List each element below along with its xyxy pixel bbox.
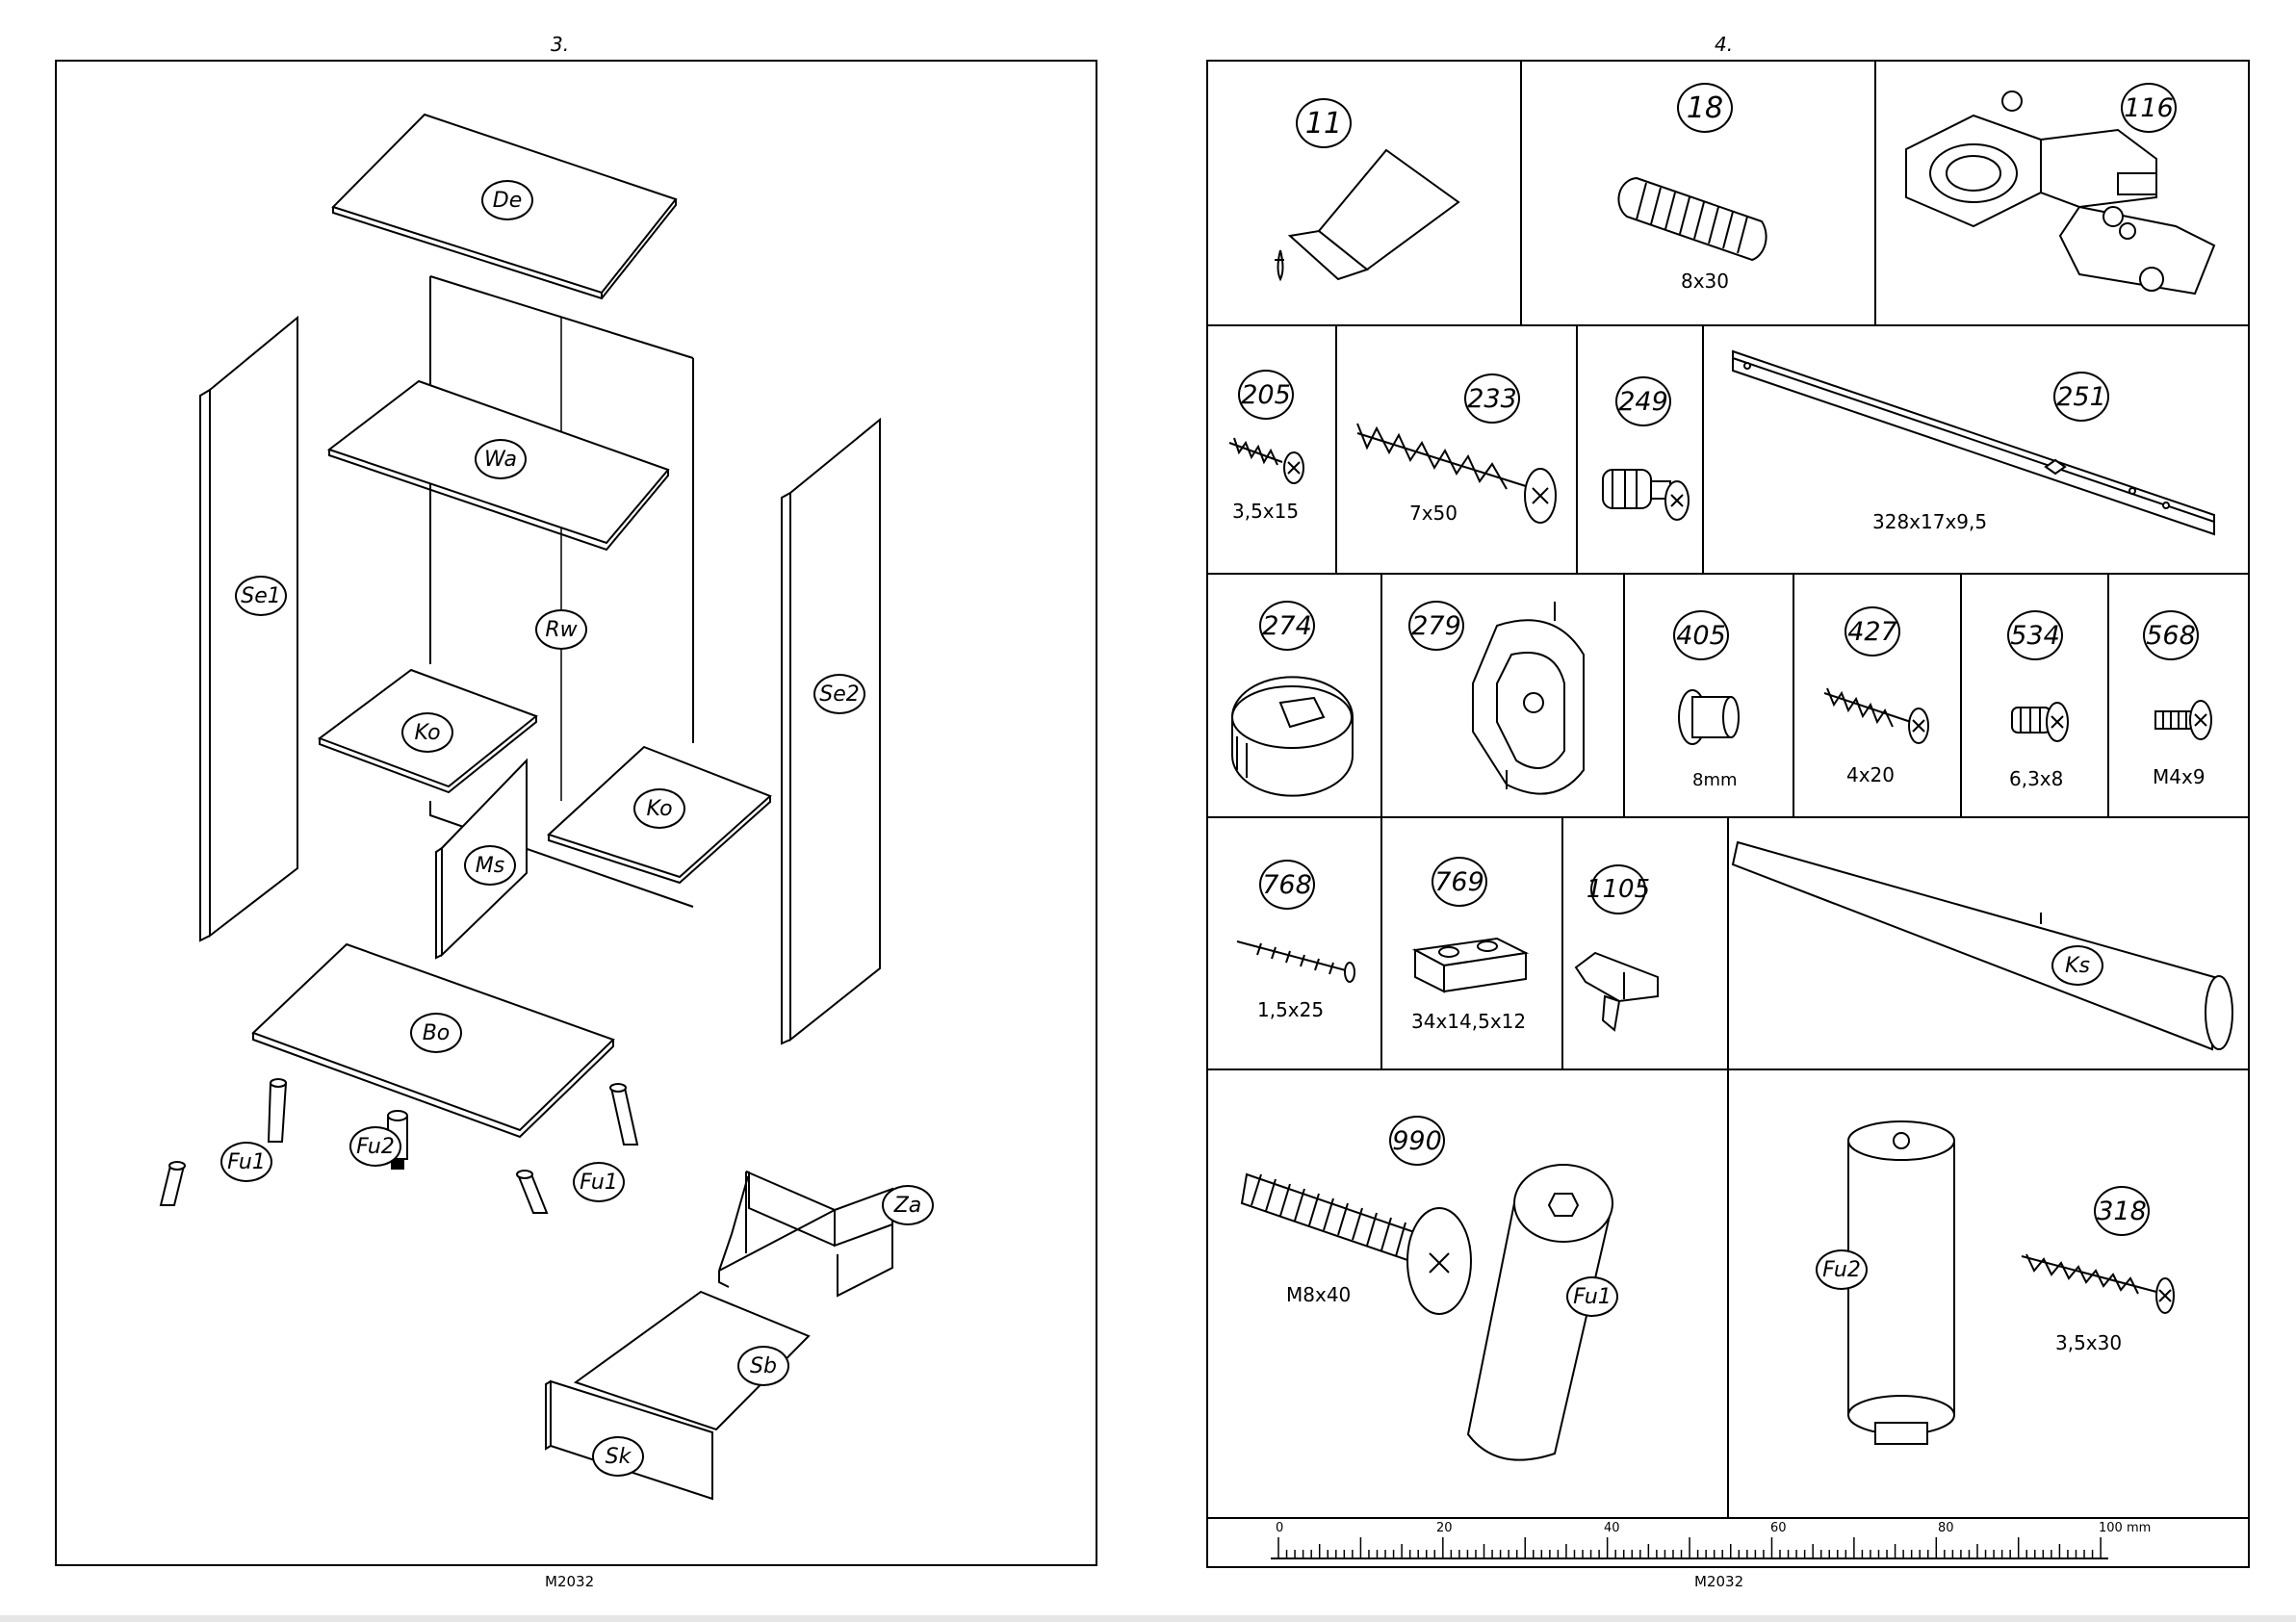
label-fu1-left: Fu1 bbox=[220, 1142, 272, 1182]
label-ms: Ms bbox=[464, 845, 516, 886]
rail-holder-279-icon bbox=[1458, 597, 1612, 809]
block-769-icon bbox=[1410, 929, 1535, 996]
label-sb: Sb bbox=[737, 1346, 789, 1386]
panel-se1 bbox=[200, 318, 297, 940]
label-za: Za bbox=[882, 1185, 934, 1225]
hardware-number-279: 279 bbox=[1408, 601, 1464, 651]
hardware-number-318: 318 bbox=[2094, 1186, 2150, 1236]
left-page-code: M2032 bbox=[545, 1573, 594, 1590]
drawer-za bbox=[719, 1171, 892, 1296]
label-de: De bbox=[481, 180, 533, 220]
size-534: 6,3x8 bbox=[2009, 767, 2063, 790]
hardware-number-769: 769 bbox=[1432, 857, 1487, 907]
ruler-label-80: 80 bbox=[1938, 1521, 1954, 1535]
hinge-icon bbox=[1896, 82, 2243, 318]
glue-tube-icon bbox=[1261, 144, 1473, 298]
size-768: 1,5x25 bbox=[1257, 998, 1324, 1021]
label-fu2: Fu2 bbox=[349, 1126, 401, 1167]
size-769: 34x14,5x12 bbox=[1411, 1010, 1526, 1033]
panel-se2 bbox=[782, 420, 880, 1043]
label-se2: Se2 bbox=[813, 674, 865, 714]
hardware-number-249: 249 bbox=[1615, 376, 1671, 426]
bolt-990-icon bbox=[1242, 1165, 1483, 1319]
hardware-number-534: 534 bbox=[2007, 610, 2063, 660]
page-number-right: 4. bbox=[1715, 33, 1733, 56]
screw-205-icon bbox=[1225, 433, 1311, 491]
ruler-label-60: 60 bbox=[1770, 1521, 1787, 1535]
hardware-number-1105: 1105 bbox=[1590, 864, 1646, 914]
ruler-label-100: 100 mm bbox=[2099, 1521, 2151, 1535]
screw-318-icon bbox=[2017, 1251, 2180, 1319]
label-rw: Rw bbox=[535, 609, 587, 650]
label-ks-front: Ks bbox=[2051, 945, 2103, 986]
hardware-number-427: 427 bbox=[1845, 606, 1900, 657]
label-ko-left: Ko bbox=[401, 712, 453, 753]
ruler-label-40: 40 bbox=[1604, 1521, 1620, 1535]
size-405: 8mm bbox=[1692, 770, 1738, 790]
label-bo: Bo bbox=[410, 1013, 462, 1053]
hardware-number-205: 205 bbox=[1238, 370, 1294, 420]
nail-768-icon bbox=[1232, 934, 1362, 982]
size-990: M8x40 bbox=[1286, 1283, 1351, 1306]
size-568: M4x9 bbox=[2153, 765, 2206, 788]
label-fu2-detail: Fu2 bbox=[1816, 1249, 1868, 1290]
label-wa: Wa bbox=[475, 439, 527, 479]
size-18: 8x30 bbox=[1681, 270, 1729, 293]
hardware-number-768: 768 bbox=[1259, 860, 1315, 910]
hardware-number-405: 405 bbox=[1673, 610, 1729, 660]
size-233: 7x50 bbox=[1409, 502, 1458, 525]
dowel-icon bbox=[1617, 164, 1791, 270]
label-fu1-right: Fu1 bbox=[573, 1162, 625, 1202]
screw-568-icon bbox=[2151, 698, 2218, 746]
hardware-number-18: 18 bbox=[1677, 83, 1733, 133]
label-ko-right: Ko bbox=[633, 788, 685, 829]
hardware-number-990: 990 bbox=[1389, 1116, 1445, 1166]
connector-249-icon bbox=[1598, 462, 1694, 529]
label-fu1-detail: Fu1 bbox=[1566, 1276, 1618, 1317]
size-318: 3,5x30 bbox=[2055, 1331, 2122, 1354]
label-se1: Se1 bbox=[235, 576, 287, 616]
hardware-number-11: 11 bbox=[1296, 98, 1352, 148]
bottom-strip bbox=[0, 1615, 2296, 1622]
ruler-label-0: 0 bbox=[1276, 1521, 1283, 1535]
measuring-ruler bbox=[1271, 1531, 2156, 1559]
right-page-code: M2032 bbox=[1694, 1573, 1743, 1590]
page-number-left: 3. bbox=[551, 33, 569, 56]
exploded-assembly-drawing bbox=[55, 60, 1097, 1566]
shelf-support-1105-icon bbox=[1566, 943, 1682, 1035]
size-205: 3,5x15 bbox=[1232, 500, 1299, 523]
size-251: 328x17x9,5 bbox=[1872, 510, 1987, 533]
screw-427-icon bbox=[1819, 683, 1935, 751]
label-sk: Sk bbox=[592, 1436, 644, 1477]
screw-233-icon bbox=[1353, 414, 1569, 525]
hardware-number-274: 274 bbox=[1259, 601, 1315, 651]
cam-lock-274-icon bbox=[1223, 674, 1367, 799]
screw-534-icon bbox=[2007, 698, 2075, 746]
bushing-405-icon bbox=[1675, 685, 1742, 753]
closet-rod-icon bbox=[1733, 837, 2238, 1054]
size-427: 4x20 bbox=[1846, 763, 1895, 786]
hardware-number-568: 568 bbox=[2143, 610, 2199, 660]
ruler-label-20: 20 bbox=[1436, 1521, 1453, 1535]
